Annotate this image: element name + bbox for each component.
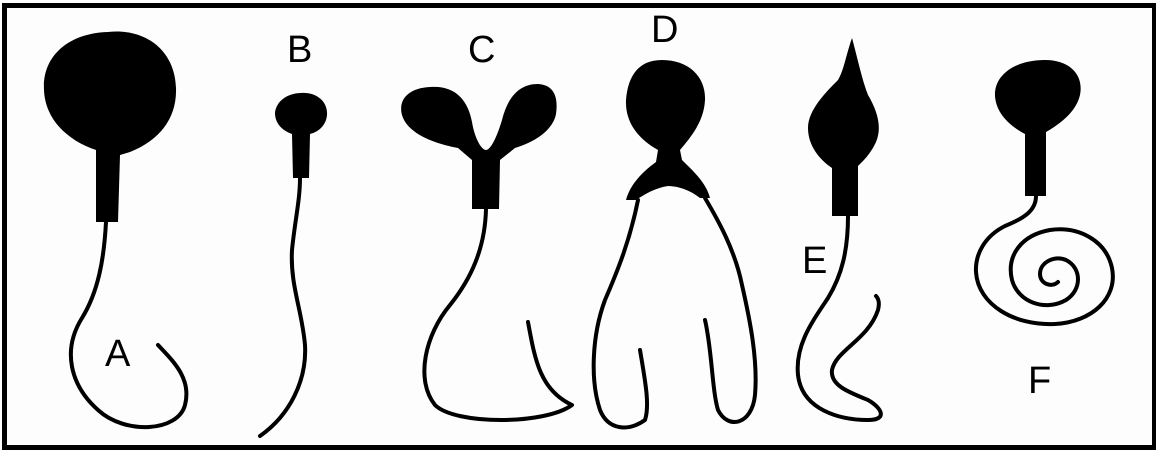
sperm-d-tail-left	[594, 200, 647, 427]
sperm-a: A	[44, 32, 187, 428]
sperm-f-tail	[976, 196, 1113, 324]
label-c: C	[468, 29, 495, 71]
sperm-c: C	[401, 29, 572, 420]
sperm-a-tail	[71, 222, 187, 427]
sperm-b: B	[260, 29, 327, 436]
sperm-e-head	[808, 38, 879, 216]
sperm-e: E	[798, 38, 881, 420]
label-b: B	[287, 29, 312, 71]
label-e: E	[802, 240, 827, 282]
sperm-f-head	[995, 60, 1081, 196]
sperm-d-tail-right	[705, 198, 756, 422]
label-a: A	[105, 333, 131, 375]
sperm-d: D	[594, 9, 756, 427]
sperm-b-head	[275, 93, 327, 178]
sperm-f: F	[976, 60, 1113, 402]
label-f: F	[1028, 360, 1051, 402]
sperm-a-head	[44, 32, 176, 222]
sperm-c-tail	[424, 209, 572, 420]
sperm-b-tail	[260, 178, 305, 436]
sperm-c-head	[401, 84, 556, 209]
label-d: D	[651, 9, 678, 51]
sperm-d-head	[626, 60, 710, 200]
